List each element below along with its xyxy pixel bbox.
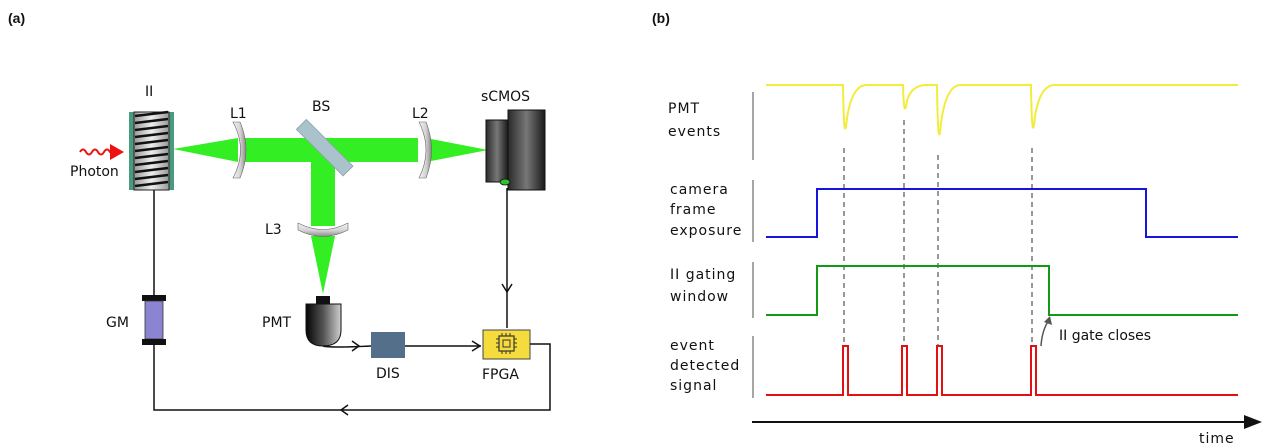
panel-b: (b) PMT events camera frame exposure II … bbox=[652, 10, 1262, 447]
photon-label: Photon bbox=[70, 164, 119, 180]
image-intensifier bbox=[129, 110, 174, 191]
lens-l3 bbox=[297, 222, 349, 237]
time-axis-arrowhead bbox=[1244, 415, 1262, 429]
beam-l3-to-pmt bbox=[311, 236, 335, 294]
camera-exposure-trace bbox=[766, 188, 1238, 238]
dis-label: DIS bbox=[376, 366, 400, 382]
event-signal-label-line-2: detected bbox=[670, 358, 740, 374]
camera-exposure-label-line-1: camera bbox=[670, 182, 729, 198]
scmos-camera bbox=[485, 109, 546, 191]
beam-splitter bbox=[295, 118, 354, 177]
fpga-label: FPGA bbox=[482, 367, 519, 383]
event-signal-trace bbox=[766, 345, 1238, 396]
ii-label: II bbox=[145, 84, 153, 100]
pmt-events-label-line-2: events bbox=[668, 124, 721, 140]
lens-l2 bbox=[418, 121, 432, 179]
l2-label: L2 bbox=[412, 106, 429, 122]
event-signal-label-line-3: signal bbox=[670, 378, 717, 394]
beam-ii-to-l1 bbox=[173, 138, 238, 162]
wiring-arrowheads bbox=[339, 283, 513, 416]
ii-gating-trace bbox=[766, 265, 1238, 316]
bs-label: BS bbox=[312, 99, 330, 115]
signal-wiring bbox=[153, 188, 551, 411]
l3-label: L3 bbox=[265, 222, 282, 238]
pmt-events-trace bbox=[766, 84, 1238, 136]
time-axis-label: time bbox=[1199, 431, 1235, 447]
pmt-events-label-line-1: PMT bbox=[668, 101, 700, 117]
l1-label: L1 bbox=[230, 106, 247, 122]
photon-wave-arrow bbox=[79, 144, 124, 160]
camera-exposure-label-line-3: exposure bbox=[670, 223, 742, 239]
beam-l2-to-scmos bbox=[426, 138, 488, 162]
pmt-label: PMT bbox=[262, 315, 292, 331]
dis-box bbox=[371, 332, 405, 358]
gm-module bbox=[142, 295, 166, 345]
fpga-chip bbox=[482, 329, 531, 360]
gm-label: GM bbox=[106, 315, 129, 331]
lens-l1 bbox=[232, 121, 247, 179]
gate-closes-arrowhead bbox=[1044, 316, 1052, 325]
panel-b-label: (b) bbox=[652, 10, 670, 26]
ii-gating-label-line-2: window bbox=[670, 289, 729, 305]
panel-a-label: (a) bbox=[8, 10, 25, 26]
event-markers bbox=[843, 120, 1033, 346]
ii-gating-label-line-1: II gating bbox=[670, 267, 736, 283]
gate-closes-annotation: II gate closes bbox=[1059, 328, 1151, 344]
scmos-label: sCMOS bbox=[481, 89, 530, 105]
pmt-detector bbox=[305, 296, 342, 347]
event-signal-label-line-1: event bbox=[670, 338, 715, 354]
camera-exposure-label-line-2: frame bbox=[670, 202, 717, 218]
panel-a: (a) bbox=[8, 10, 551, 416]
gate-closes-arrow bbox=[1040, 319, 1050, 347]
